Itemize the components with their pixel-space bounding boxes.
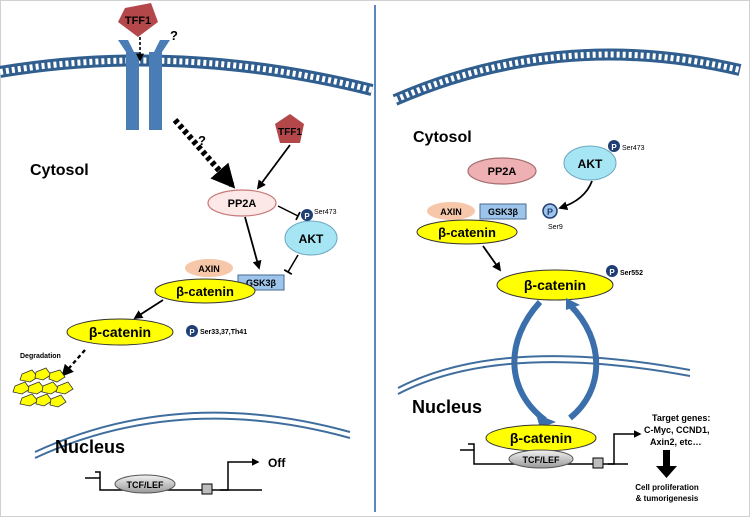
- outcome-arrow: [656, 450, 677, 478]
- left-dna: [85, 458, 262, 495]
- left-gsk3b-label: GSK3β: [246, 278, 277, 288]
- right-bcatenin-complex: [416, 219, 518, 245]
- right-akt: [563, 145, 617, 181]
- right-gsk-site: Ser9: [548, 224, 563, 231]
- right-tcf-lef-label: TCF/LEF: [523, 455, 560, 465]
- right-gsk3b-label: GSK3β: [488, 207, 519, 217]
- right-nuclear-envelope: [397, 355, 691, 395]
- right-akt-p-label: P: [611, 143, 617, 152]
- right-bcatenin-complex-label: β-catenin: [438, 225, 496, 240]
- outcome-line2: & tumorigenesis: [636, 494, 699, 503]
- left-nuclear-envelope: [34, 411, 351, 459]
- complex-to-bcat-arrow: [133, 299, 164, 319]
- left-tcf-lef-label: TCF/LEF: [127, 480, 164, 490]
- left-bcatenin-complex-label: β-catenin: [176, 284, 234, 299]
- left-akt-p-label: P: [304, 212, 310, 221]
- right-bcat-phospho-p: [606, 265, 618, 277]
- right-gsk3b: [479, 203, 527, 220]
- right-akt-label: AKT: [578, 157, 603, 171]
- tff1-ligand-mid: [275, 114, 304, 143]
- left-bcat-phospho-p: [186, 325, 198, 337]
- left-akt: [284, 220, 338, 256]
- tff1-to-pp2a-arrow: [256, 144, 291, 190]
- left-axin: [185, 259, 233, 277]
- right-bcatenin-free-label: β-catenin: [524, 277, 586, 293]
- right-tcf-lef: [508, 449, 574, 469]
- right-akt-site: Ser473: [622, 145, 645, 152]
- left-bcatenin-phospho-label: β-catenin: [89, 324, 151, 340]
- left-bcat-p-label: P: [189, 328, 195, 337]
- receptor: [118, 40, 170, 130]
- complex-to-free-bcat-arrow: [482, 245, 502, 272]
- left-pp2a-label: PP2A: [228, 198, 257, 210]
- left-axin-label: AXIN: [198, 264, 220, 274]
- left-bcatenin-phospho: [66, 318, 174, 346]
- degradation-fragments: [12, 367, 74, 408]
- right-bcatenin-nuclear-label: β-catenin: [510, 430, 572, 446]
- tff1-ligand-top: [118, 3, 158, 37]
- right-bcat-site: Ser552: [620, 270, 643, 277]
- receptor-to-pp2a-arrow: [172, 118, 236, 189]
- right-nucleus-label: Nucleus: [412, 397, 482, 417]
- left-pp2a: [207, 189, 277, 217]
- tff1-label-top: TFF1: [125, 15, 151, 27]
- left-akt-phospho: [301, 209, 313, 221]
- question-mid: ?: [198, 133, 206, 148]
- degradation-label: Degradation: [20, 353, 61, 360]
- tff1-label-mid: TFF1: [278, 127, 302, 138]
- target-genes-line2: C-Myc, CCND1,: [644, 425, 710, 435]
- outcome-line1: Cell proliferation: [635, 483, 699, 492]
- left-membrane: [0, 54, 374, 96]
- right-bcat-p-label: P: [609, 268, 615, 277]
- right-cytosol-label: Cytosol: [413, 129, 472, 146]
- akt-inhibits-gsk: [283, 254, 299, 276]
- left-akt-site: Ser473: [314, 209, 337, 216]
- right-pp2a: [467, 157, 537, 185]
- akt-to-gsk-arrow: [558, 180, 593, 211]
- right-akt-phospho: [608, 140, 620, 152]
- right-gsk-p-label: P: [547, 207, 553, 217]
- question-top: ?: [170, 28, 178, 43]
- left-nucleus-label: Nucleus: [55, 437, 125, 457]
- left-akt-label: AKT: [299, 232, 324, 246]
- degradation-arrow: [61, 349, 86, 377]
- off-label: Off: [268, 456, 286, 470]
- pp2a-inhibits-akt: [277, 205, 301, 221]
- pp2a-to-complex-arrow: [244, 216, 262, 270]
- right-membrane: [392, 48, 742, 106]
- right-bcatenin-free: [496, 269, 614, 301]
- right-axin-label: AXIN: [440, 207, 462, 217]
- left-bcat-site: Ser33,37,Th41: [200, 329, 247, 336]
- target-genes-line1: Target genes:: [652, 413, 710, 423]
- target-genes-line3: Axin2, etc…: [650, 437, 702, 447]
- left-cytosol-label: Cytosol: [30, 162, 89, 179]
- right-axin: [427, 202, 475, 220]
- left-tcf-lef: [114, 474, 176, 494]
- right-pp2a-label: PP2A: [488, 166, 517, 178]
- right-gsk-phospho: [542, 203, 558, 219]
- left-bcatenin-complex: [154, 278, 256, 304]
